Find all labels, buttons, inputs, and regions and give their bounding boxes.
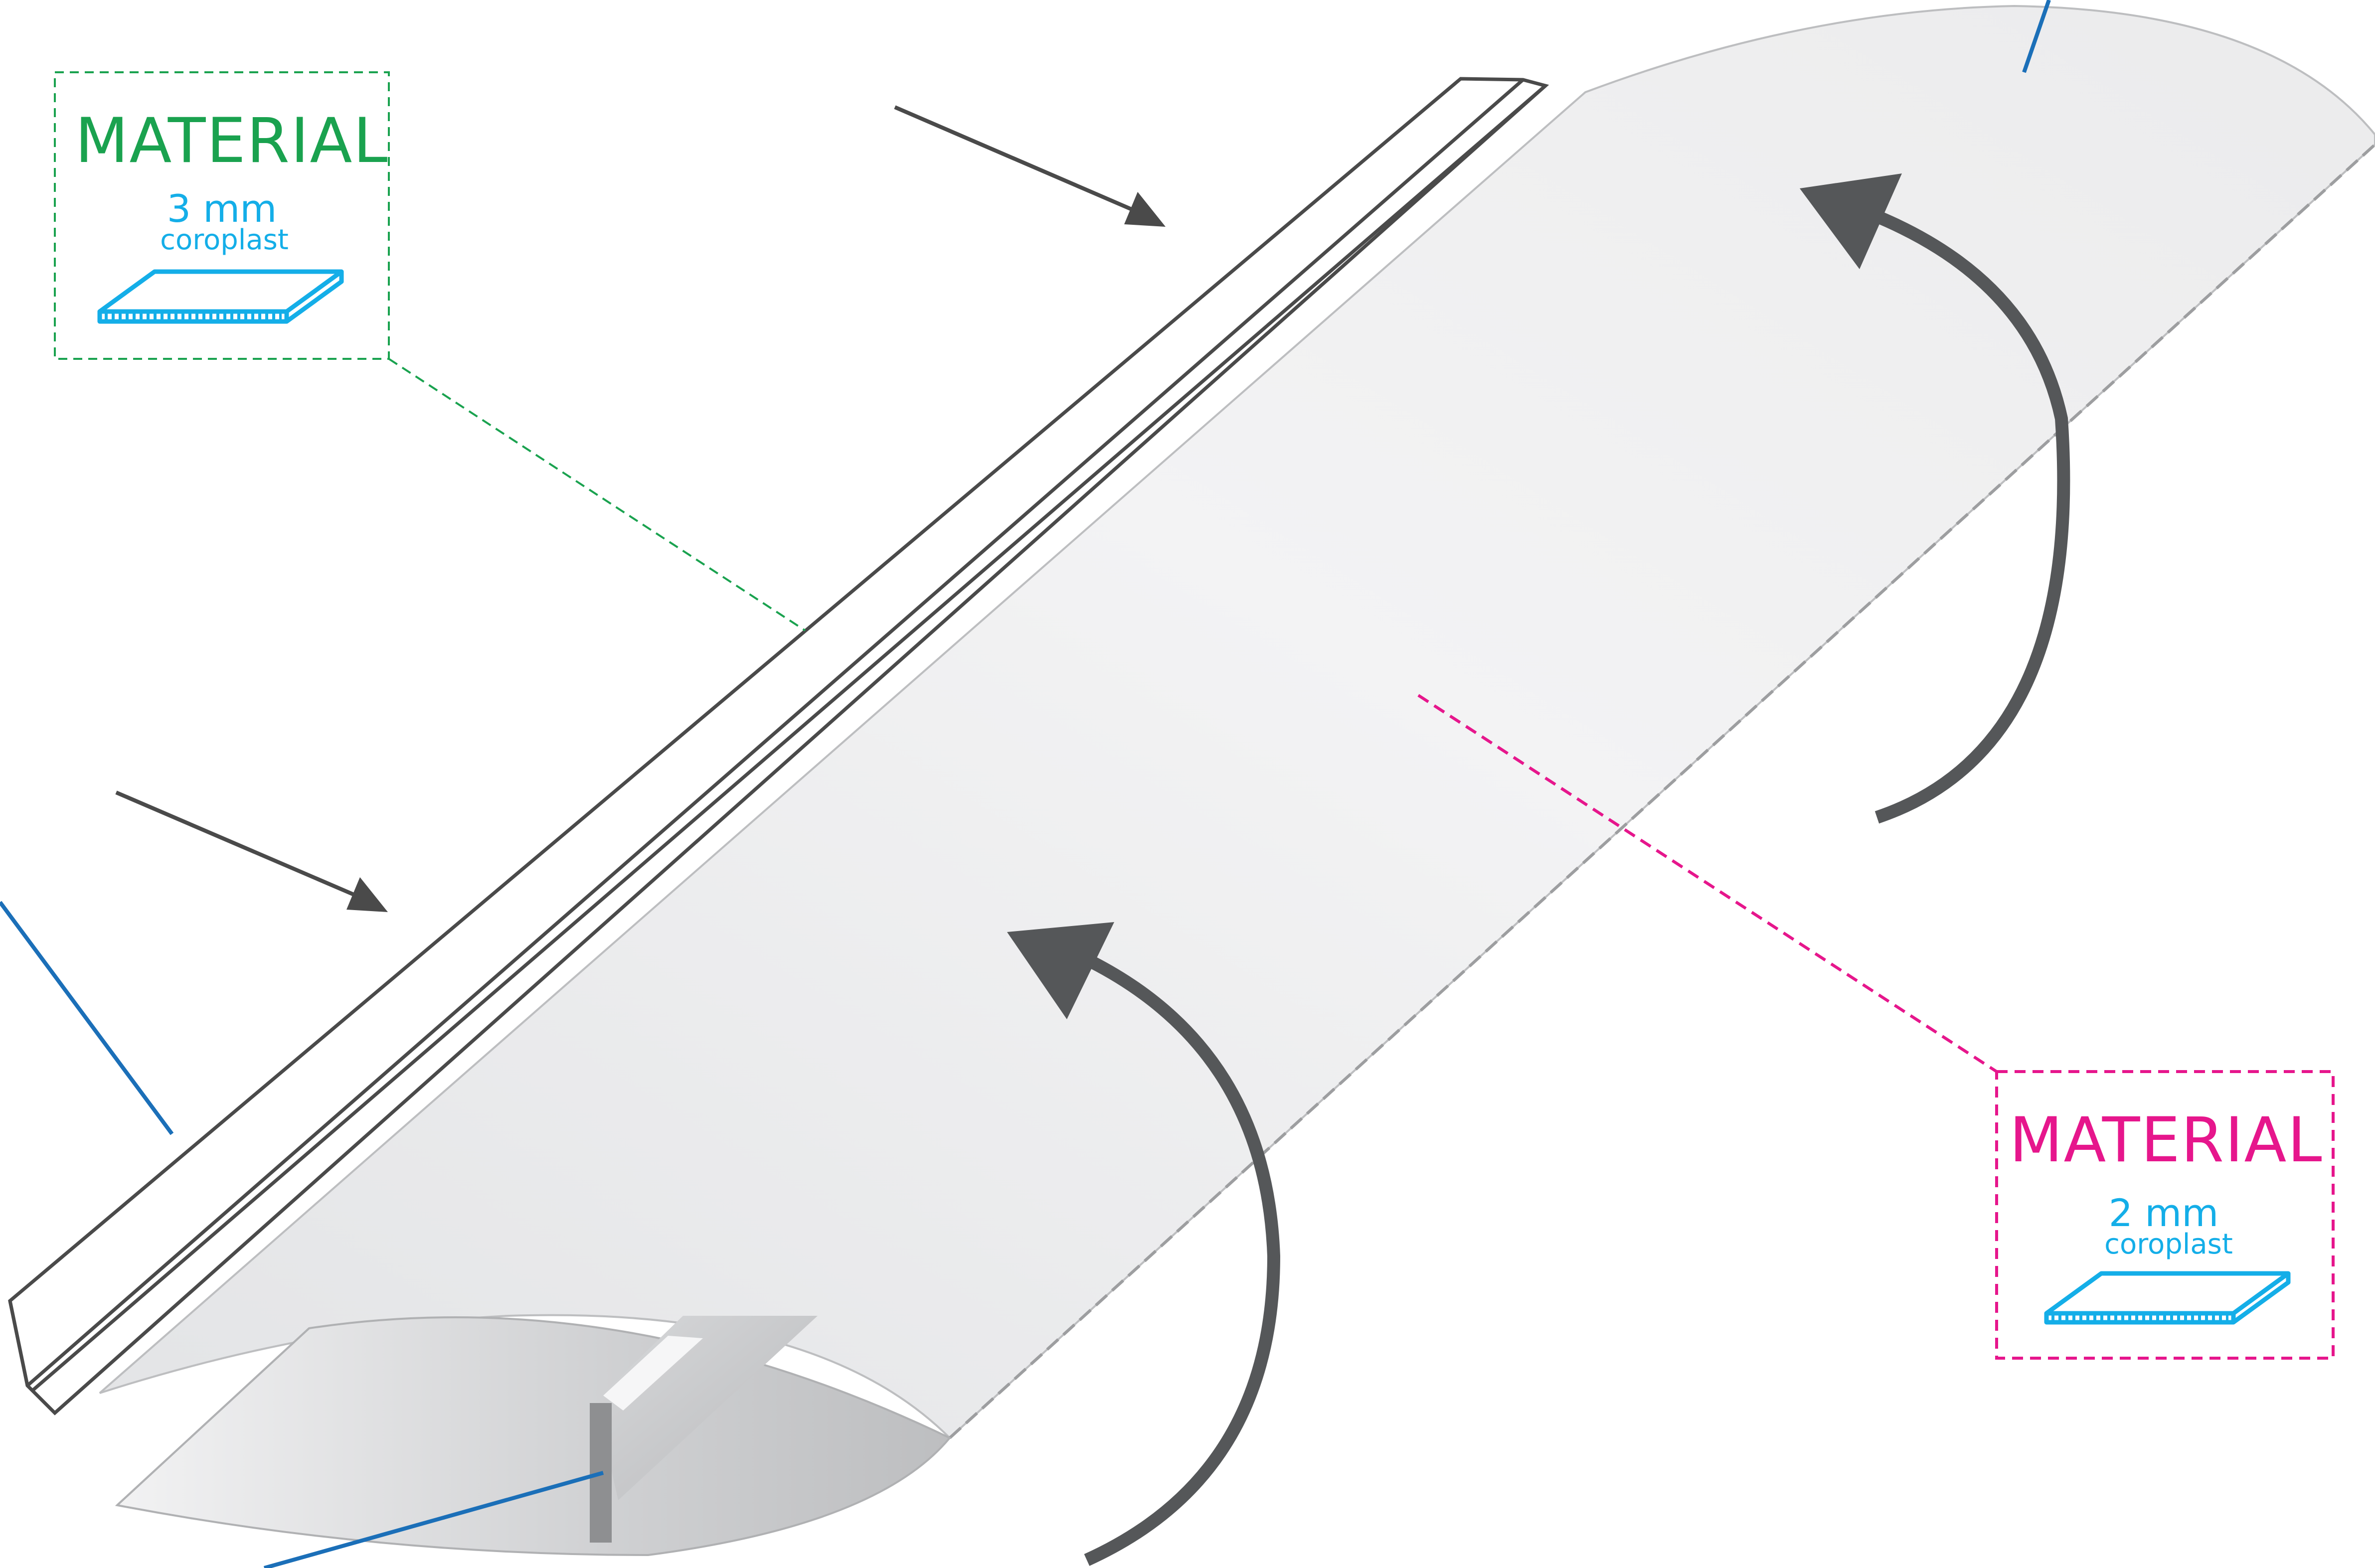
leading-edge-strip [8,77,1549,1415]
leader-lines [0,0,2051,1568]
connector-2mm [1417,694,1998,1073]
callout-material-2mm: MATERIAL 2 mm coroplast [1995,1070,2335,1360]
push-arrow-top [894,105,1166,227]
fold-line [948,143,2375,1439]
fold-arrow-right [1800,173,2070,824]
callout-3mm-name: coroplast [160,224,289,256]
connector-3mm [388,358,806,631]
callout-3mm-title: MATERIAL [75,105,389,177]
strip-line-3 [8,1300,29,1386]
strip-line-1 [26,78,1525,1387]
callout-3mm-thickness: 3 mm [167,186,277,231]
callout-material-3mm: MATERIAL 3 mm coroplast [54,71,390,360]
coroplast-sheet-icon [2044,1271,2291,1325]
callout-2mm-title: MATERIAL [2010,1104,2323,1176]
leader-line-bottom [263,1471,604,1568]
leader-line-left [0,901,174,1135]
callout-2mm-name: coroplast [2104,1228,2233,1260]
coroplast-sheet-icon [97,269,344,324]
fold-arrow-bottom [1007,922,1281,1566]
strip-line-2 [31,84,1547,1392]
spar-highlight [603,1336,703,1411]
wing-lower-edge [116,1327,310,1506]
push-arrow-left [115,790,388,912]
leader-line-top [2022,0,2051,73]
callout-2mm-thickness: 2 mm [2109,1191,2219,1235]
